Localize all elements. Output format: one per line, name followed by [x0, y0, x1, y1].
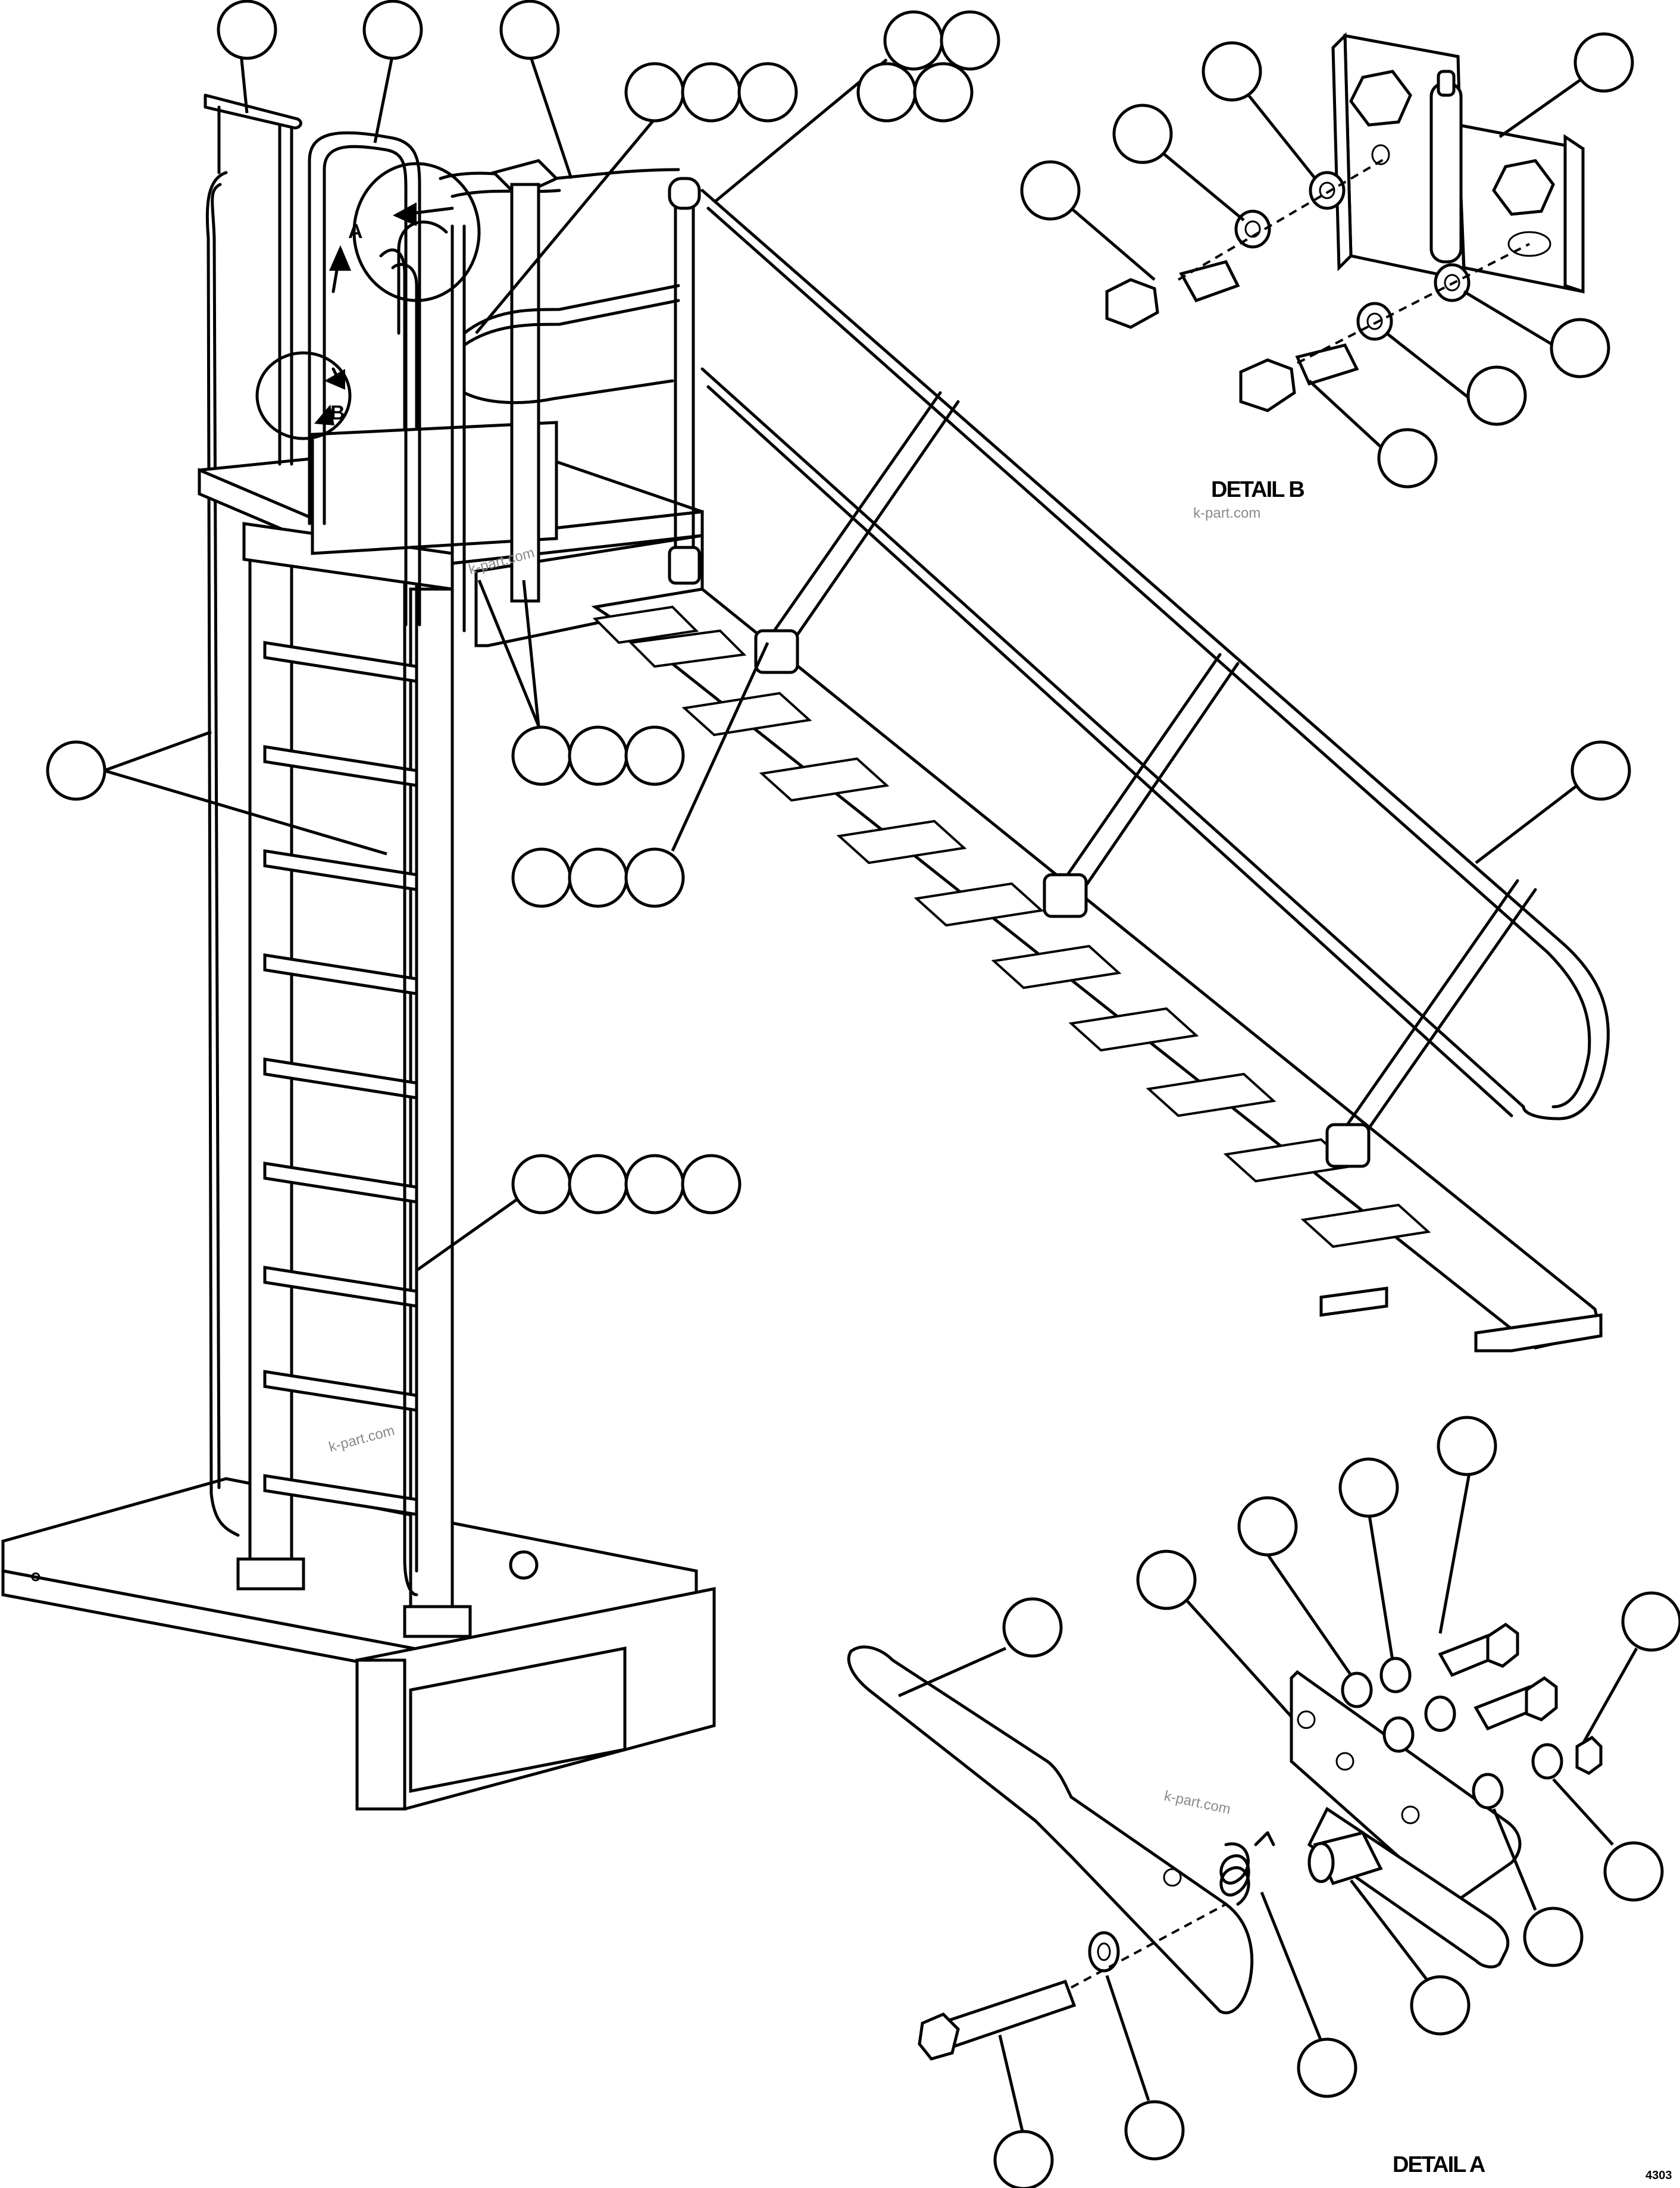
stair-treads	[592, 605, 1431, 1248]
watermark: k-part.com	[327, 1422, 396, 1455]
base-platform	[1, 1477, 716, 1811]
detail-a-label: DETAIL A	[1393, 2152, 1485, 2177]
callout-bubbles	[46, 0, 1680, 2188]
handrail-cage	[204, 93, 701, 633]
view-label-a: A	[348, 220, 363, 243]
detail-b-label: DETAIL B	[1211, 477, 1304, 502]
ladder	[205, 171, 472, 1638]
detail-a-circle	[352, 162, 481, 302]
stairway	[591, 189, 1610, 1353]
watermark: k-part.com	[1193, 505, 1260, 521]
detail-b-circle	[255, 351, 352, 440]
view-arrows	[314, 202, 454, 425]
detail-b-hinge	[1105, 32, 1585, 412]
detail-a-latch	[847, 1622, 1603, 2061]
watermark: k-part.com	[1163, 1788, 1232, 1817]
figure-number: 4303	[1645, 2169, 1672, 2182]
view-label-b: B	[330, 402, 345, 424]
